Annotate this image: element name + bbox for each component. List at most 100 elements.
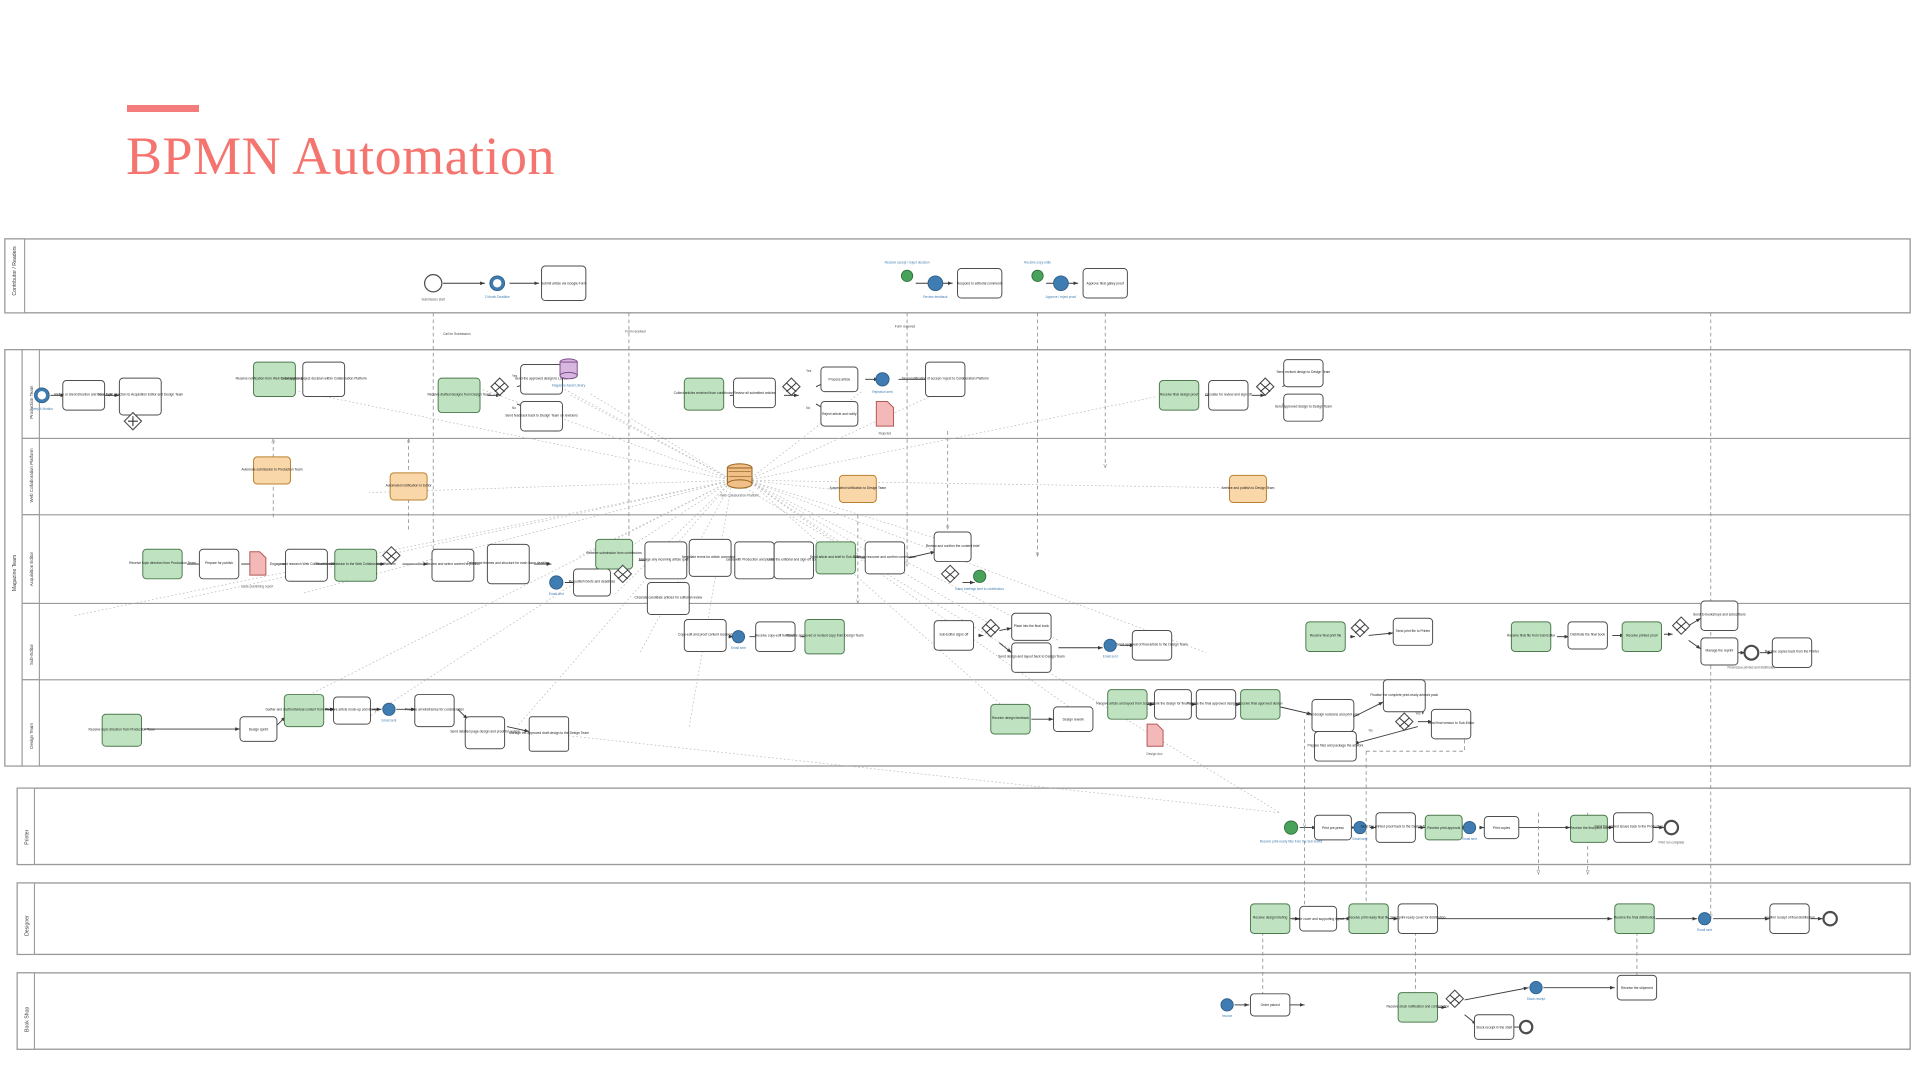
task-place-into-final-book[interactable]: Place into the final book: [1011, 612, 1052, 641]
task-negotiate-commission-terms[interactable]: Negotiate terms for article commission: [682, 538, 738, 577]
task-receive-design-feedback[interactable]: Receive design feedback: [990, 703, 1031, 735]
task-prepare-final-design-proof[interactable]: Prepare the final approved design proof: [1187, 689, 1245, 720]
task-send-feedback-revisions[interactable]: Send feedback back to Design Team on rev…: [505, 400, 578, 432]
data-object-design-doc[interactable]: Design doc: [1146, 723, 1164, 756]
task-send-revised-design[interactable]: Send revised design to Design Team: [1276, 359, 1331, 388]
task-receive-final-design-proof[interactable]: Receive final design proof: [1158, 380, 1200, 411]
task-prepare-package-artwork[interactable]: Prepare files and package the artwork: [1307, 731, 1364, 762]
task-design-rework[interactable]: Design rework: [1053, 706, 1094, 732]
task-review-select-content[interactable]: Review and select content to publish: [426, 548, 480, 582]
data-object-rejected[interactable]: Rejected: [875, 400, 895, 436]
message-event-receive-copy-edits[interactable]: Receive copy edits: [1024, 261, 1051, 282]
task-republish-briefs[interactable]: Re-publish briefs and deadlines: [569, 568, 616, 597]
data-object-issue-publishing-report[interactable]: Issue publishing report: [241, 551, 273, 589]
xor-gateway-print-decision[interactable]: [1350, 618, 1370, 638]
task-print-pre-press[interactable]: Print pre-press: [1313, 814, 1352, 841]
timer-event-2-month-deadline[interactable]: 2 Month Deadline: [485, 275, 510, 299]
task-rework-final-layout[interactable]: Rework the design for final layout: [1148, 689, 1197, 720]
task-send-accept-reject-notification[interactable]: Send notification of accept / reject to …: [902, 361, 989, 398]
parallel-gateway-production[interactable]: [123, 411, 143, 431]
task-receive-final-print-run[interactable]: Receive the final print run: [1569, 814, 1608, 843]
task-send-approve-reject-decision[interactable]: Send approve/reject decision within Coll…: [281, 361, 367, 398]
task-order-placed[interactable]: Order placed: [1249, 993, 1291, 1017]
task-receive-copy-edit-feedback[interactable]: Receive copy-edit feedback: [755, 621, 796, 652]
message-event-stock-receipt[interactable]: Stock receipt: [1527, 981, 1546, 1001]
task-circulate-signoff[interactable]: Circulate for review and sign-off: [1205, 380, 1252, 411]
task-collect-articles[interactable]: Collect articles received from contribut…: [674, 377, 735, 411]
message-event-email-sent-designer[interactable]: Email sent: [1697, 912, 1712, 932]
task-receive-topic-direction-design[interactable]: Receive topic direction from Production …: [89, 713, 156, 747]
task-stock-receipt-shelf[interactable]: Stock receipt in the shelf: [1473, 1014, 1515, 1040]
task-receive-design-briefing[interactable]: Receive design briefing: [1249, 903, 1291, 934]
task-send-to-bookshops[interactable]: Send to bookshops and subscribers: [1693, 600, 1746, 632]
xor-gateway-design-approval[interactable]: [490, 377, 510, 397]
end-event-bookshop[interactable]: [1518, 1019, 1534, 1035]
central-hub-web-collaboration-platform[interactable]: Web Collaboration Platform: [720, 463, 759, 498]
task-reject-article-notify[interactable]: Reject article and notify: [820, 400, 859, 427]
signal-event-receive-print-files[interactable]: Receive print-ready files from the Sub-E…: [1260, 820, 1324, 843]
task-receive-submission-platform[interactable]: Receive submission to the Web Collaborat…: [316, 548, 396, 582]
message-event-approve-proof[interactable]: Approve / reject proof: [1046, 275, 1077, 299]
task-engage-research-platform[interactable]: Engage and research Web Collaboration Pl…: [270, 548, 343, 582]
signal-event-invoice[interactable]: Invoice: [1220, 998, 1234, 1018]
task-receive-shipment[interactable]: Receive the shipment: [1616, 974, 1658, 1001]
task-send-detailed-page-design[interactable]: Send detailed page design and proof for …: [450, 716, 520, 750]
task-review-confirm-brief[interactable]: Review and confirm the content brief: [926, 531, 980, 563]
task-manage-article-queries[interactable]: Manage any incoming article queries: [639, 541, 693, 580]
task-receive-article-layout[interactable]: Receive article and layout from Sub-Edit…: [1096, 689, 1159, 720]
task-review-submitted-articles[interactable]: Review all submitted articles: [733, 377, 776, 409]
task-determine-themes[interactable]: Determine themes and structure for each …: [467, 543, 550, 585]
start-event-submission-start[interactable]: Submission start: [421, 274, 445, 302]
end-event-print-run-complete[interactable]: Print run complete: [1658, 819, 1685, 845]
task-circulate-candidate-articles[interactable]: Circulate candidate articles for editori…: [635, 582, 703, 616]
task-gather-draft-content[interactable]: Gather and draft individual content from…: [266, 694, 343, 728]
message-event-email-sent-design[interactable]: Email sent: [381, 702, 396, 723]
task-respond-editorial-comments[interactable]: Respond to editorial comments: [957, 267, 1003, 299]
task-receive-printed-proof[interactable]: Receive printed proof: [1621, 621, 1663, 652]
signal-event-issue-briefings-sent[interactable]: Issue briefings sent to contributors: [955, 569, 1004, 591]
task-confirm-receipt-distribution[interactable]: Confirm receipt of final distribution: [1765, 903, 1815, 934]
xor-gateway-brief-confirm[interactable]: [940, 564, 960, 584]
task-send-layout-back-design[interactable]: Send design and layout back to Design Te…: [998, 642, 1065, 673]
task-approve-galley-proof[interactable]: Approve final galley proof: [1082, 267, 1128, 299]
data-object-approved-draft-design[interactable]: Manage the approved draft design to the …: [509, 716, 589, 752]
task-copy-edit-proof[interactable]: Copy-edit and proof content received: [678, 618, 733, 652]
task-lead-editorial-board[interactable]: Lead the editorial and sign-off board: [767, 541, 820, 580]
end-event-issue-distributed[interactable]: Final issue printed and distributed: [1728, 644, 1776, 670]
task-automate-submission[interactable]: Automate submission to Production Team: [241, 456, 303, 485]
message-event-review-feedback[interactable]: Review feedback: [923, 275, 948, 299]
task-send-topic-direction[interactable]: Send topic direction to Acquisition Edit…: [97, 377, 183, 416]
task-produce-wireframes[interactable]: Produce all wireframes for consideration: [405, 694, 464, 728]
end-event-designer[interactable]: [1822, 910, 1838, 927]
task-subeditor-signoff[interactable]: Sub-Editor signs off: [933, 620, 975, 651]
message-event-receive-decision[interactable]: Receive accept / reject decision: [885, 261, 930, 282]
message-event-email-sent-subed[interactable]: Email sent: [731, 630, 746, 650]
message-event-rejection-sent[interactable]: Rejection sent: [872, 372, 893, 394]
task-send-article-brief-subeditor[interactable]: Send article and brief to Sub-Editor: [810, 541, 862, 575]
task-automated-editor-notification[interactable]: Automated notification to Editor: [386, 472, 433, 501]
data-store-magazine-asset-library[interactable]: Magazine Asset Library: [552, 358, 586, 388]
task-allocate-resource[interactable]: Allocate resource and confirm commission: [854, 541, 916, 575]
xor-gateway-subed-signoff[interactable]: [981, 618, 1001, 638]
xor-gateway-distribution[interactable]: [1671, 616, 1691, 636]
xor-gateway-artwork[interactable]: [1394, 712, 1414, 732]
task-archive-publish[interactable]: Archive and publish to Design Team: [1222, 474, 1275, 503]
task-process-article[interactable]: Process article: [820, 366, 859, 393]
xor-gateway-bookshop[interactable]: [1445, 989, 1465, 1009]
task-receive-print-approval[interactable]: Receive print approval: [1424, 814, 1463, 841]
task-receive-topic-direction-acq[interactable]: Receive topic direction from Production …: [129, 548, 196, 580]
task-receive-drafted-designs[interactable]: Receive drafted designs from Design Team: [427, 377, 491, 414]
task-receive-final-approved-design[interactable]: Receive final approved design: [1238, 689, 1283, 720]
task-create-cover-layout[interactable]: Create cover and supporting layout: [1292, 905, 1344, 932]
task-print-copies[interactable]: Print copies: [1483, 815, 1520, 840]
message-event-email-sent-subed2[interactable]: Email sent: [1103, 638, 1118, 659]
task-finalise-artwork-pack[interactable]: Finalise the complete print-ready artwor…: [1370, 679, 1439, 713]
task-send-printed-issues-back[interactable]: Send the printed issues back to the Prod…: [1595, 812, 1673, 843]
task-receive-approved-copy[interactable]: Receive approved or revised copy from De…: [786, 618, 864, 655]
task-submit-via-google-form[interactable]: Submit article via Google Form: [541, 265, 587, 301]
task-send-print-file-to-printer[interactable]: Send print file to Printer: [1392, 617, 1434, 646]
message-event-email-sent-printer[interactable]: Email sent: [1353, 820, 1368, 841]
task-receive-contributor-submissions[interactable]: Receive submission from contributors: [587, 538, 643, 570]
xor-gateway-acq-queries[interactable]: [613, 564, 633, 584]
xor-gateway-acq-select[interactable]: [381, 546, 401, 565]
